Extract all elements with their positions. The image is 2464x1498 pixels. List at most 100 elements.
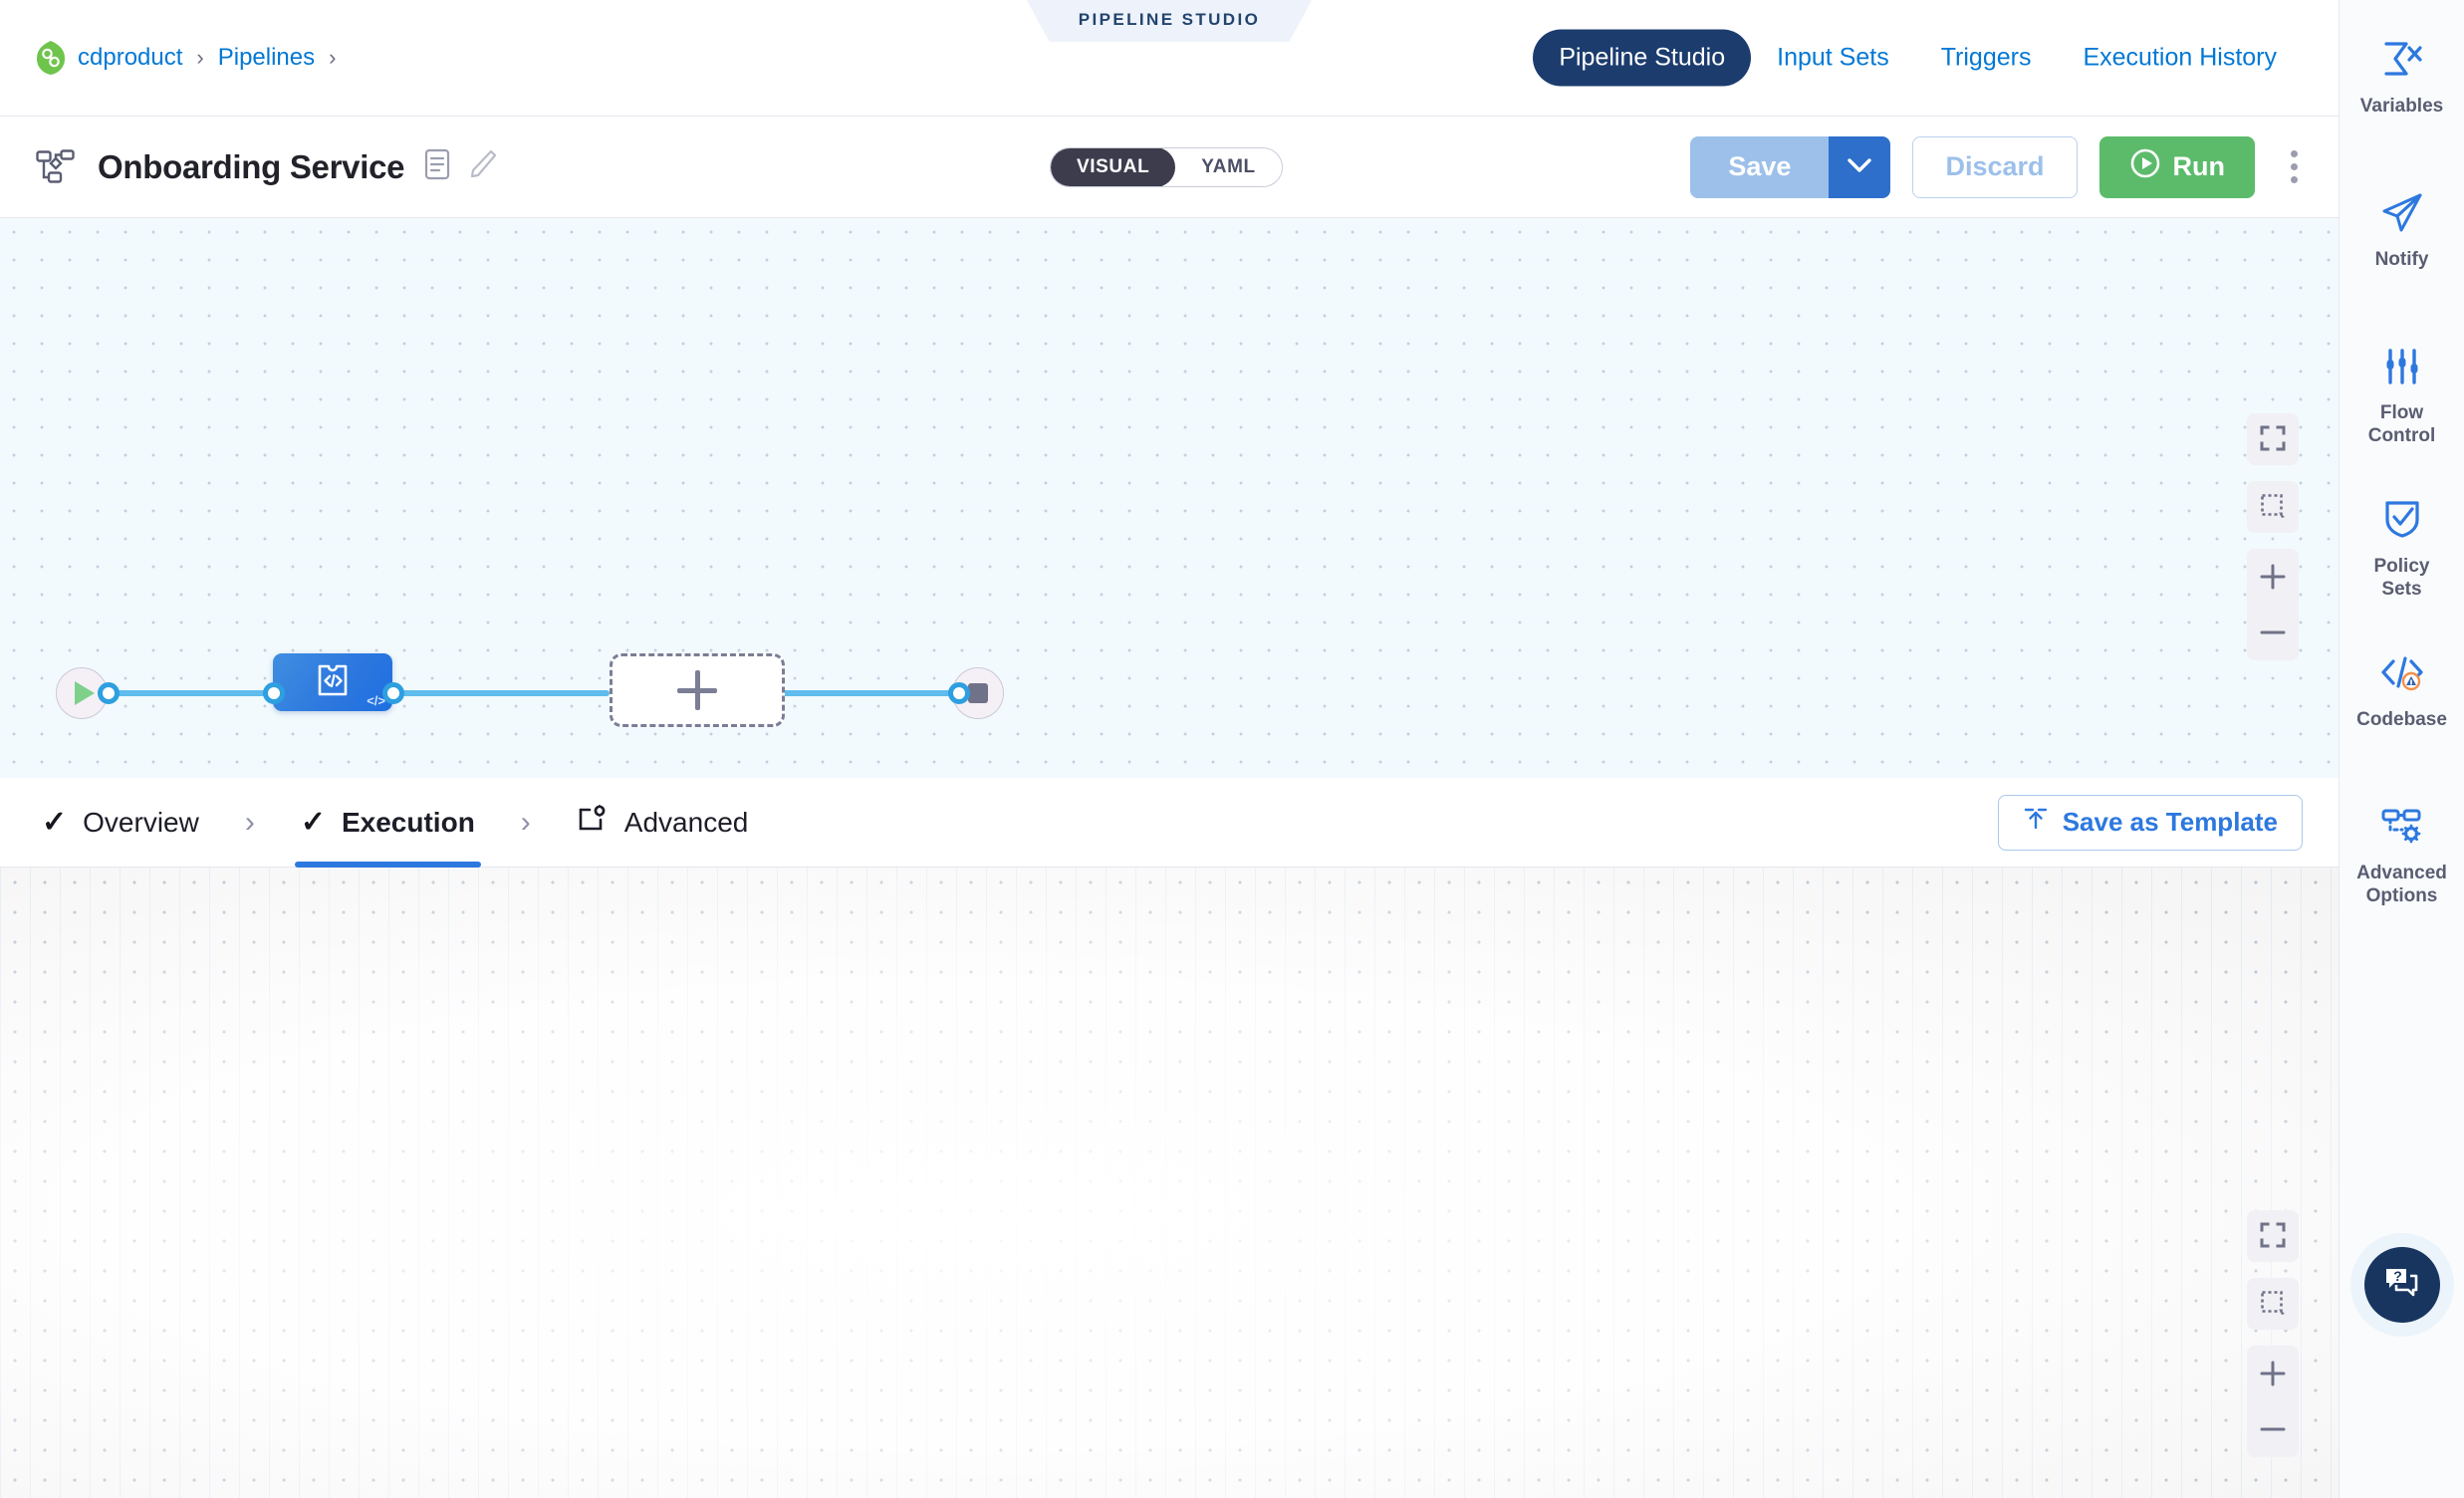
code-warning-icon [2378,647,2426,699]
sidebar-item-label: Advanced Options [2356,863,2447,907]
plus-icon [677,670,717,710]
sliders-icon [2381,341,2423,392]
toggle-visual[interactable]: VISUAL [1051,147,1176,186]
svg-text:?: ? [2393,1268,2402,1284]
connector-dot[interactable] [382,682,404,704]
play-icon [74,681,95,705]
sidebar-item-label: Flow Control [2367,402,2436,447]
sidebar-item-label: Notify [2374,249,2429,270]
tab-overview-label: Overview [83,806,199,838]
shield-check-icon [2380,494,2424,546]
tab-execution-label: Execution [341,806,475,838]
studio-badge: PIPELINE STUDIO [1026,0,1313,42]
sidebar-item-notify[interactable]: Notify [2340,187,2464,305]
help-chat-button[interactable]: ? [2363,1247,2440,1323]
tab-execution-history[interactable]: Execution History [2083,43,2277,72]
advanced-options-icon [2378,801,2426,853]
save-button[interactable]: Save [1690,135,1830,198]
connector-dot[interactable] [263,682,285,704]
harness-logo-icon [36,40,66,76]
pipeline-icon [36,148,76,185]
zoom-out-button[interactable] [2247,605,2299,660]
tab-separator: › [244,805,255,839]
step-canvas-controls [2247,1210,2299,1457]
sidebar-item-policy-sets[interactable]: Policy Sets [2340,494,2464,612]
document-icon[interactable] [424,148,450,185]
save-as-template-button[interactable]: Save as Template [1997,794,2303,851]
right-sidebar: Variables Notify Flow Control [2339,0,2464,1498]
toggle-yaml[interactable]: YAML [1201,155,1256,177]
run-button[interactable]: Run [2098,135,2255,198]
pencil-icon[interactable] [468,148,498,185]
expand-icon [2259,1221,2287,1252]
breadcrumb-bar: cdproduct › Pipelines › PIPELINE STUDIO … [0,0,2339,117]
save-as-template-label: Save as Template [2062,807,2278,837]
title-bar: Onboarding Service VISUAL YAML [0,117,2339,218]
page-title: Onboarding Service [98,147,405,185]
stop-icon [968,683,988,703]
deployment-stage-icon [314,661,352,704]
code-badge: </> [367,693,385,708]
tab-execution[interactable]: ✓ Execution [294,778,481,868]
tab-triggers[interactable]: Triggers [1940,43,2032,72]
stage-canvas[interactable]: </> Create and Update Service Add Stage [0,218,2339,778]
fit-to-screen-button[interactable] [2247,413,2299,465]
paper-plane-icon [2379,187,2425,239]
save-dropdown-button[interactable] [1829,135,1891,198]
tab-separator: › [520,805,531,839]
wire-stage-to-addstage [281,690,610,696]
sidebar-item-codebase[interactable]: Codebase [2340,647,2464,765]
save-button-group: Save [1690,135,1891,198]
step-canvas[interactable]: </> Service Create and Update... </> Cre… [0,868,2339,1498]
select-area-button[interactable] [2247,481,2299,533]
breadcrumb-separator: › [196,45,204,70]
sidebar-item-label: Variables [2359,96,2444,117]
breadcrumb: cdproduct › Pipelines › [36,40,338,76]
connector-dot[interactable] [98,682,120,704]
play-circle-icon [2129,147,2161,186]
visual-yaml-toggle[interactable]: VISUAL YAML [1050,146,1283,187]
add-stage-button[interactable] [610,653,785,727]
kebab-menu-icon[interactable] [2277,150,2311,183]
sigma-variables-icon [2380,34,2424,86]
breadcrumb-separator: › [329,45,337,70]
sidebar-item-advanced-options[interactable]: Advanced Options [2340,801,2464,918]
zoom-controls [2247,549,2299,660]
template-upload-icon [2023,806,2049,839]
tab-advanced-label: Advanced [623,806,749,838]
main-column: cdproduct › Pipelines › PIPELINE STUDIO … [0,0,2339,1498]
check-icon: ✓ [300,806,326,839]
tab-overview[interactable]: ✓ Overview [36,778,205,868]
wire-start-to-stage [82,690,281,696]
tab-input-sets[interactable]: Input Sets [1777,43,1889,72]
check-icon: ✓ [42,806,68,839]
tab-advanced[interactable]: Advanced [571,778,755,868]
sidebar-item-label: Policy Sets [2373,556,2430,601]
fit-to-screen-button[interactable] [2247,1210,2299,1262]
connector-dot[interactable] [948,682,970,704]
zoom-in-button[interactable] [2247,1346,2299,1401]
breadcrumb-item-pipelines[interactable]: Pipelines [217,44,316,71]
top-nav: Pipeline Studio Input Sets Triggers Exec… [1533,29,2303,87]
tab-pipeline-studio[interactable]: Pipeline Studio [1533,29,1752,87]
sidebar-item-label: Codebase [2356,709,2447,730]
zoom-out-button[interactable] [2247,1401,2299,1457]
sidebar-item-variables[interactable]: Variables [2340,34,2464,151]
chevron-down-icon [1847,157,1872,176]
stage-tabs-strip: ✓ Overview › ✓ Execution › Advanced [0,778,2339,868]
sidebar-item-flow-control[interactable]: Flow Control [2340,341,2464,458]
wire-addstage-to-end [610,690,968,696]
title-actions [424,148,498,185]
chat-question-icon: ? [2382,1264,2422,1307]
zoom-controls [2247,1346,2299,1457]
breadcrumb-item-project[interactable]: cdproduct [78,44,183,71]
stage-node-create-and-update-service[interactable]: </> [273,653,392,711]
marquee-select-icon [2259,1289,2287,1320]
advanced-gear-icon [577,804,609,841]
select-area-button[interactable] [2247,1278,2299,1330]
discard-button[interactable]: Discard [1912,135,2078,198]
zoom-in-button[interactable] [2247,549,2299,605]
title-bar-actions: Save Discard Run [1690,135,2311,198]
marquee-select-icon [2259,492,2287,523]
